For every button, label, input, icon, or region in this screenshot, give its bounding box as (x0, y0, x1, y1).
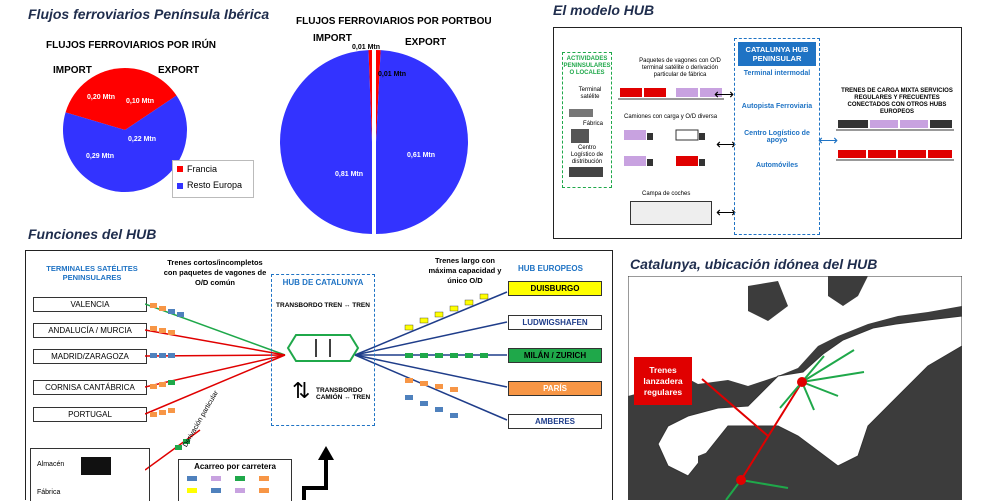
paquetes-train (618, 88, 724, 100)
portbou-label-export-resto: 0,61 Mtn (407, 152, 436, 159)
transbordo-tren-label: TRANSBORDO TREN ↔ TREN (276, 302, 370, 309)
fabrica-icon (571, 129, 589, 143)
irun-pie-chart (62, 68, 188, 192)
terminal-intermodal-label: Terminal intermodal (743, 70, 811, 77)
almacen-label: Almacén (37, 461, 65, 468)
automoviles-label: Automóviles (755, 162, 798, 169)
arrow-icon: ⟷ (714, 86, 735, 102)
pie-slice-export-francia (376, 50, 381, 142)
portbou-label-import-francia: 0,01 Mtn (352, 44, 381, 51)
actividades-label: ACTIVIDADES PENINSULARES O LOCALES (563, 56, 611, 76)
portbou-import-label: IMPORT (313, 33, 352, 44)
irun-label-export-resto: 0,22 Mtn (128, 136, 157, 143)
modelo-panel: ACTIVIDADES PENINSULARES O LOCALES Termi… (553, 27, 962, 239)
acarreo-label: Acarreo por carretera (194, 462, 276, 471)
terminales-title: TERMINALES SATÉLITES PENINSULARES (46, 264, 138, 282)
trenes-cortos-label: Trenes cortos/incompletos con paquetes d… (163, 258, 267, 287)
acarreo-box: Acarreo por carretera (178, 459, 292, 501)
irun-label-import-francia: 0,20 Mtn (87, 94, 116, 101)
flujos-title: Flujos ferroviarios Península Ibérica (28, 6, 270, 22)
satellite-madrid: MADRID/ZARAGOZA (33, 349, 147, 364)
europe-map (628, 276, 962, 500)
trenes-mixta-graphic (836, 120, 954, 161)
pie-slice-import-francia (368, 50, 372, 142)
almacen-icon (81, 457, 111, 475)
hub-amberes: AMBERES (508, 414, 602, 429)
legend-resto: Resto Europa (187, 180, 243, 190)
hub-europeos-title: HUB EUROPEOS (518, 264, 583, 273)
trenes-largo-label: Trenes largo con máxima capacidad y únic… (428, 256, 502, 285)
irun-legend: Francia Resto Europa (172, 160, 254, 198)
irun-label-import-resto: 0,29 Mtn (86, 153, 115, 160)
campa-label: Campa de coches (642, 191, 691, 197)
legend-francia: Francia (187, 164, 218, 174)
hub-hexagon-icon (286, 334, 360, 362)
irun-label-export-francia: 0,10 Mtn (126, 98, 155, 105)
centro-icon (569, 167, 603, 177)
centro-logistico-label: Centro Logístico de distribución (570, 145, 604, 165)
hub-peninsular-title: CATALUNYA HUB PENINSULAR (738, 42, 816, 66)
arrow-icon: ⟷ (716, 136, 737, 152)
funciones-lines (145, 291, 508, 471)
terminal-icon (569, 109, 593, 117)
camiones-trucks (624, 129, 705, 166)
actividades-box: ACTIVIDADES PENINSULARES O LOCALES Termi… (562, 52, 612, 188)
hub-peninsular-box: CATALUNYA HUB PENINSULAR Terminal interm… (734, 38, 820, 235)
funciones-title: Funciones del HUB (28, 226, 157, 242)
pie-slice-export-resto (376, 50, 469, 235)
hub-ludwigshafen: LUDWIGSHAFEN (508, 315, 602, 330)
almacen-box: Almacén Fábrica (30, 448, 150, 501)
hub-arrow-icon: ⟷ (818, 132, 839, 148)
trenes-mixta-label: TRENES DE CARGA MIXTA SERVICIOS REGULARE… (841, 88, 953, 115)
truck-arrow-icon (302, 446, 334, 500)
paquetes-label: Paquetes de vagones con O/D terminal sat… (639, 58, 721, 78)
lanzadera-label: Trenes lanzadera regulares (634, 357, 692, 405)
acarreo-trucks (187, 476, 269, 493)
ubicacion-title: Catalunya, ubicación idónea del HUB (630, 256, 878, 272)
campa-icon (630, 201, 712, 225)
fabrica-label: Fábrica (37, 489, 61, 496)
portbou-export-label: EXPORT (405, 37, 447, 48)
satellite-portugal: PORTUGAL (33, 407, 147, 422)
pie-slice-import-resto (62, 112, 125, 192)
portbou-label-export-francia: 0,01 Mtn (378, 71, 407, 78)
satellite-cornisa: CORNISA CANTÁBRICA (33, 380, 147, 395)
updown-arrow-icon: ⇅ (292, 378, 311, 403)
hub-catalunya-title: HUB DE CATALUNYA (282, 278, 364, 287)
hub-duisburgo: DUISBURGO (508, 281, 602, 296)
hub-catalunya-box: HUB DE CATALUNYA TRANSBORDO TREN ↔ TREN … (271, 274, 375, 426)
pie-slice-import-resto (280, 50, 372, 235)
camiones-label: Camiones con carga y O/D diversa (624, 114, 718, 120)
fabrica-label: Fábrica (583, 121, 604, 127)
centro-apoyo-label: Centro Logístico de apoyo (744, 130, 810, 144)
legend-resto-swatch (177, 183, 183, 189)
portbou-label-import-resto: 0,81 Mtn (335, 171, 364, 178)
portbou-pie-chart (280, 50, 469, 235)
pie-slice-export-francia (125, 68, 177, 130)
terminal-satelite-label: Terminal satélite (578, 87, 602, 100)
legend-francia-swatch (177, 166, 183, 172)
satellite-andalucia: ANDALUCÍA / MURCIA (33, 323, 147, 338)
irun-export-label: EXPORT (158, 65, 200, 76)
satellite-valencia: VALENCIA (33, 297, 147, 312)
hub-paris: PARÍS (508, 381, 602, 396)
irun-import-label: IMPORT (53, 65, 92, 76)
pie-slice-import-francia (65, 68, 125, 130)
arrow-icon: ⟷ (716, 204, 737, 220)
autopista-label: Autopista Ferroviaria (741, 103, 813, 110)
hub-milan-zurich: MILÁN / ZURICH (508, 348, 602, 363)
portbou-title: FLUJOS FERROVIARIOS POR PORTBOU (296, 16, 492, 27)
irun-title: FLUJOS FERROVIARIOS POR IRÚN (46, 40, 217, 51)
transbordo-camion-label: TRANSBORDO CAMIÓN ↔ TREN (316, 387, 371, 401)
pie-slice-export-resto (125, 95, 188, 192)
modelo-title: El modelo HUB (553, 2, 655, 18)
